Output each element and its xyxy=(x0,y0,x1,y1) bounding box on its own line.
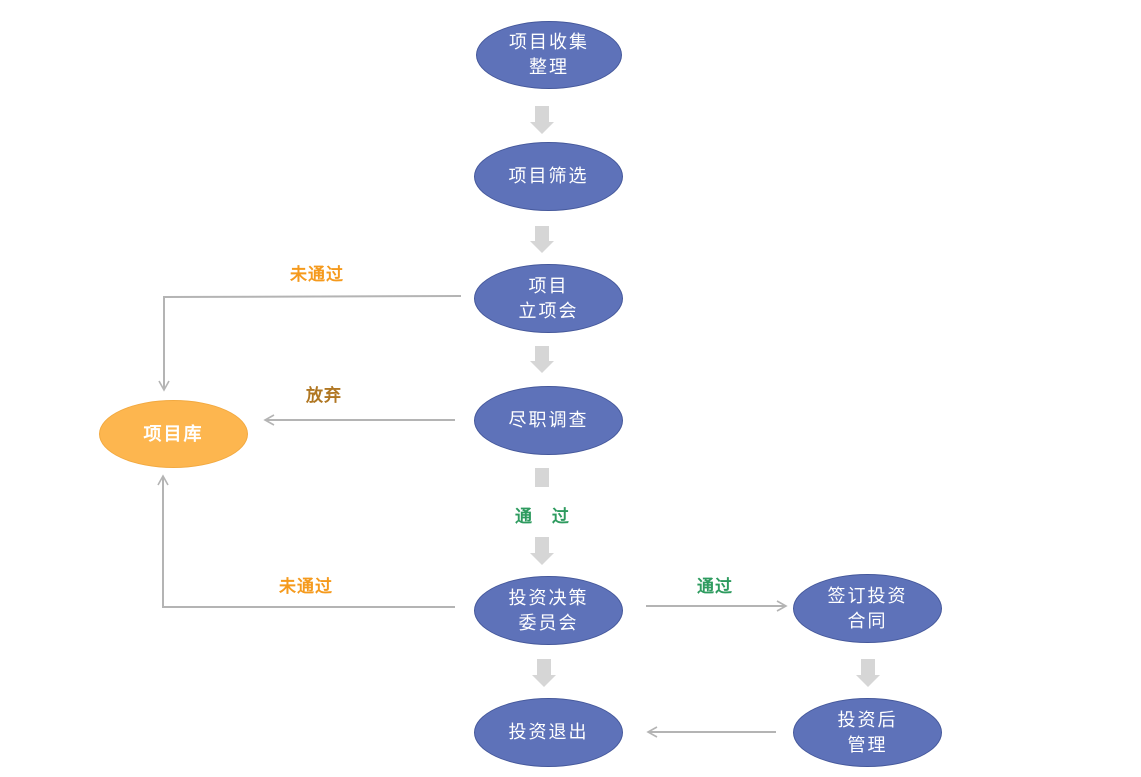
node-project-initiation-meeting-label: 项目 立项会 xyxy=(518,275,579,322)
block-arrow-committee-to-exit xyxy=(532,659,556,687)
node-project-screening: 项目筛选 xyxy=(474,142,623,211)
block-arrow-collect-to-screen xyxy=(530,106,554,134)
node-project-pool-label: 项目库 xyxy=(143,423,204,445)
block-arrow-pass-to-committee xyxy=(530,537,554,565)
node-sign-investment-contract: 签订投资 合同 xyxy=(793,574,942,643)
node-post-investment-management-label: 投资后 管理 xyxy=(837,709,898,756)
node-post-investment-management: 投资后 管理 xyxy=(793,698,942,767)
node-due-diligence: 尽职调查 xyxy=(474,386,623,455)
block-arrow-contract-to-post xyxy=(856,659,880,687)
node-project-screening-label: 项目筛选 xyxy=(508,166,589,187)
block-arrow-diligence-stem xyxy=(535,468,549,487)
node-project-collection-label: 项目收集 整理 xyxy=(509,32,589,78)
node-investment-exit: 投资退出 xyxy=(474,698,623,767)
line-initiate-rejected-to-pool xyxy=(158,295,462,392)
block-arrow-initiate-to-diligence xyxy=(530,346,554,373)
node-investment-committee: 投资决策 委员会 xyxy=(474,576,623,645)
node-investment-exit-label: 投资退出 xyxy=(508,722,589,743)
line-committee-rejected-to-pool xyxy=(157,474,455,608)
node-project-collection: 项目收集 整理 xyxy=(476,21,622,89)
node-project-initiation-meeting: 项目 立项会 xyxy=(474,264,623,333)
node-sign-investment-contract-label: 签订投资 合同 xyxy=(827,585,908,632)
block-arrow-screen-to-initiate xyxy=(530,226,554,253)
label-pass-diligence: 通 过 xyxy=(515,507,572,527)
label-pass-committee: 通过 xyxy=(697,577,733,597)
node-investment-committee-label: 投资决策 委员会 xyxy=(508,587,589,634)
label-rejected-committee: 未通过 xyxy=(279,577,333,597)
label-abandon: 放弃 xyxy=(306,386,342,406)
label-rejected-initiation: 未通过 xyxy=(290,265,344,285)
node-project-pool: 项目库 xyxy=(99,400,248,468)
node-due-diligence-label: 尽职调查 xyxy=(508,410,589,431)
